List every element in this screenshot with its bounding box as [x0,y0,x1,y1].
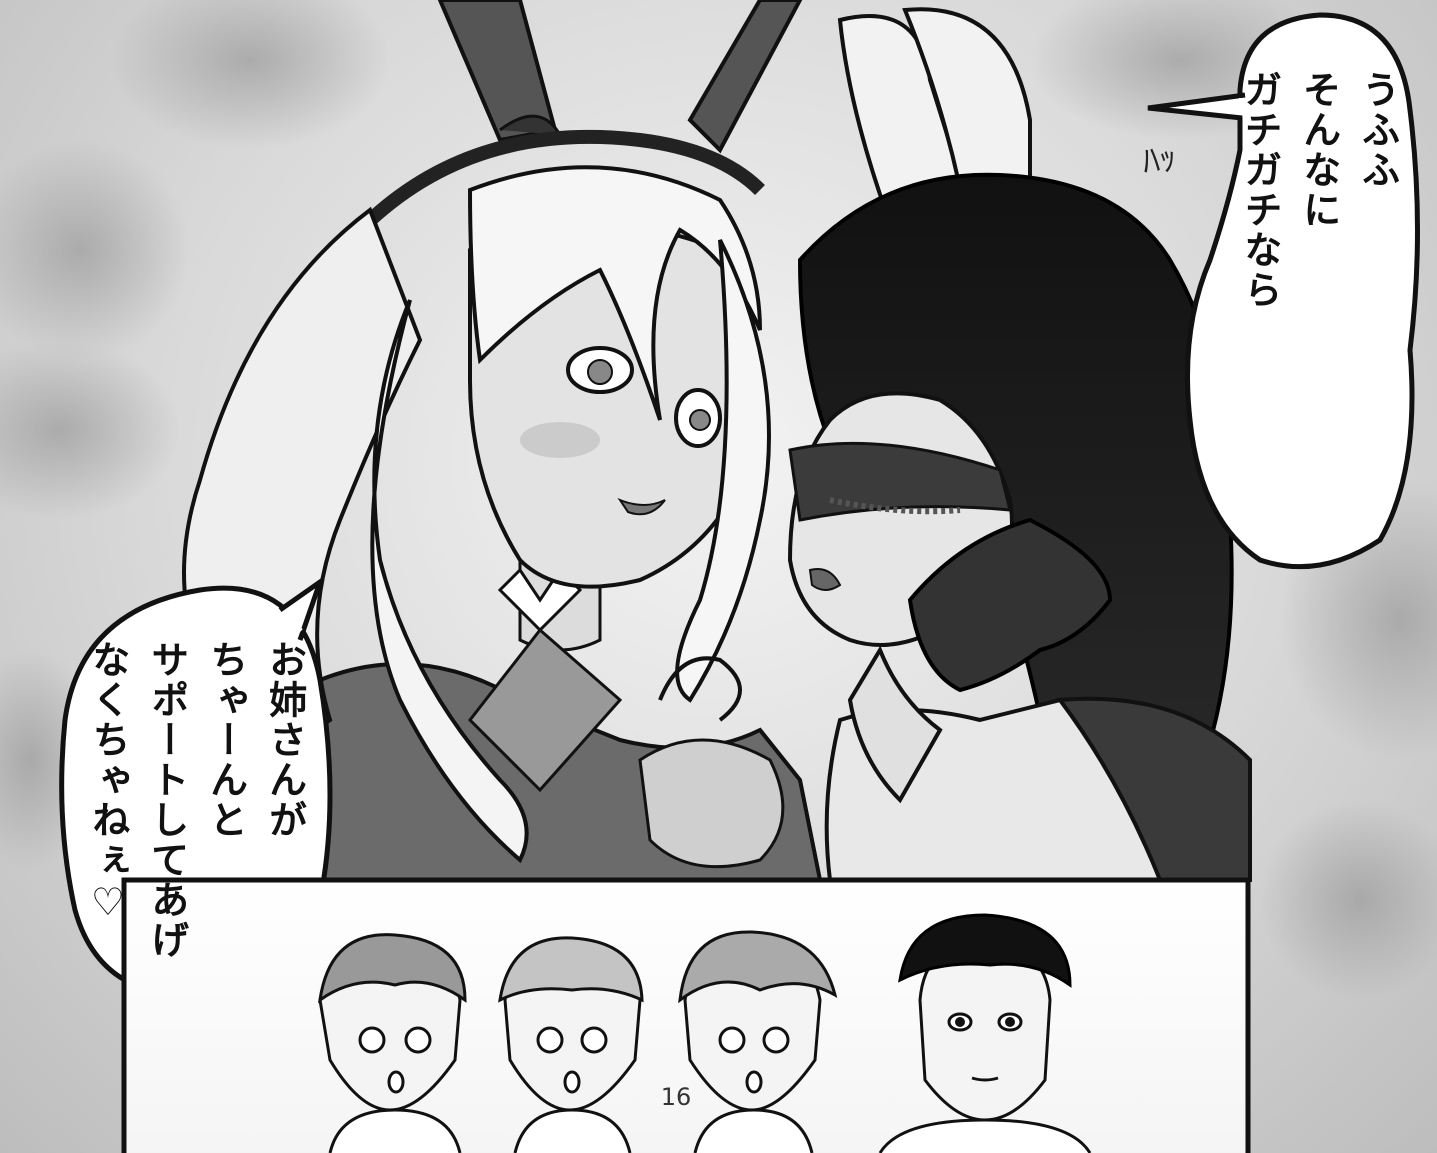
shocked-man-2 [498,936,644,1153]
lower-panel [121,877,1251,1153]
left-bubble-line-1: お姉さんが [262,640,307,840]
left-bubble-text: お姉さんが ちゃーんと サポートしてあげ なくちゃねぇ♡ [78,640,314,970]
background-blur [0,0,1437,1000]
right-bubble-line-2: そんなに [1296,70,1341,230]
left-bubble-line-2: ちゃーんと [203,640,248,840]
shocked-man-1 [318,933,467,1153]
left-bubble-line-3: サポートしてあげ [144,640,189,960]
right-bubble-line-3: ガチガチなら [1237,70,1282,310]
page-number: 16 [660,1083,692,1111]
right-bubble-text: うふふ そんなに ガチガチなら [1230,70,1407,530]
man-calm [878,913,1092,1153]
left-bubble-line-4: なくちゃねぇ♡ [85,640,130,926]
dark-haired-bunny-girl [787,7,1252,882]
right-bubble-line-1: うふふ [1355,70,1400,190]
blonde-bunny-girl [182,0,823,882]
shocked-man-3 [678,930,838,1153]
sound-effect: ﾊｯ [1139,137,1180,183]
speech-bubble-right [1147,12,1420,570]
